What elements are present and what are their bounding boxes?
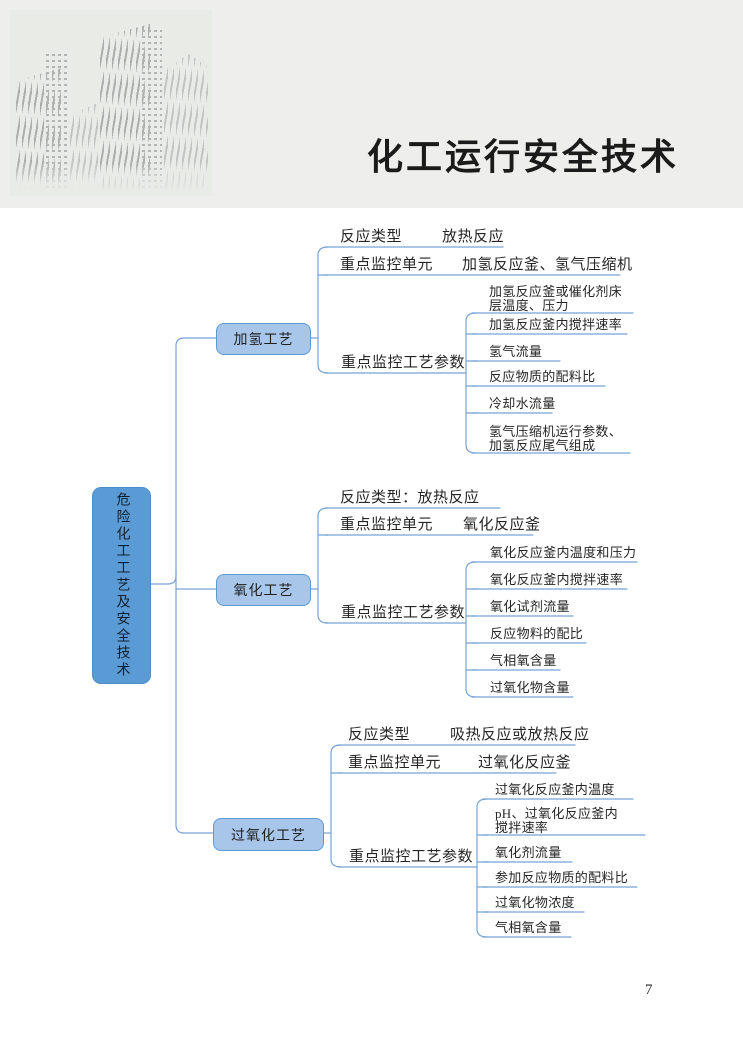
- param-item: 冷却水流量: [489, 396, 556, 411]
- monitor-params-label: 重点监控工艺参数: [341, 605, 466, 621]
- monitor-params-label: 重点监控工艺参数: [341, 355, 466, 371]
- param-item: 加氢反应釜或催化剂床层温度、压力: [489, 284, 623, 313]
- param-item: 气相氧含量: [495, 920, 562, 935]
- param-item: 氧化剂流量: [495, 845, 562, 860]
- reaction-type-label: 反应类型: [340, 229, 403, 245]
- branch-node-peroxidation: 过氧化工艺: [213, 818, 324, 851]
- monitor-params-label: 重点监控工艺参数: [349, 849, 474, 865]
- monitor-unit-value: 加氢反应釜、氢气压缩机: [462, 257, 633, 273]
- param-item: 氧化反应釜内温度和压力: [490, 545, 637, 560]
- building-tower: [142, 28, 162, 194]
- param-item: 氢气压缩机运行参数、加氢反应尾气组成: [489, 424, 623, 453]
- param-item: 过氧化反应釜内温度: [495, 782, 615, 797]
- param-item: 气相氧含量: [490, 653, 557, 668]
- param-item: 过氧化物含量: [490, 680, 570, 695]
- monitor-unit-value: 氧化反应釜: [463, 517, 541, 533]
- param-item: 氧化反应釜内搅拌速率: [490, 572, 624, 587]
- param-item: 反应物料的配比: [490, 626, 584, 641]
- branch3-connectors: [321, 744, 646, 938]
- page-title: 化工运行安全技术: [366, 136, 679, 177]
- param-item: 氢气流量: [489, 344, 543, 359]
- branch1-connectors: [308, 246, 634, 454]
- buildings-fade: [10, 162, 212, 196]
- param-item: 过氧化物浓度: [495, 895, 575, 910]
- param-item: 反应物质的配料比: [489, 369, 596, 384]
- param-item: pH、过氧化反应釜内搅拌速率: [495, 806, 618, 835]
- monitor-unit-label: 重点监控单元: [348, 755, 442, 771]
- root-node: 危险化工工艺及安全技术: [92, 487, 151, 684]
- reaction-type-label: 反应类型: [348, 727, 411, 743]
- reaction-type-value: 放热反应: [442, 229, 505, 245]
- branch-node-hydrogenation: 加氢工艺: [216, 323, 311, 355]
- monitor-unit-label: 重点监控单元: [340, 257, 434, 273]
- branch-node-oxidation: 氧化工艺: [216, 574, 311, 606]
- param-item: 参加反应物质的配料比: [495, 870, 629, 885]
- reaction-type-label: 反应类型：放热反应: [340, 490, 480, 506]
- root-node-label: 危险化工工艺及安全技术: [114, 492, 130, 679]
- param-item: 氧化试剂流量: [490, 599, 570, 614]
- monitor-unit-value: 过氧化反应釜: [478, 755, 572, 771]
- trunk-connectors: [148, 337, 217, 834]
- param-item: 加氢反应釜内搅拌速率: [489, 317, 623, 332]
- branch2-connectors: [308, 507, 638, 698]
- buildings-illustration: [10, 10, 212, 196]
- reaction-type-value: 吸热反应或放热反应: [450, 727, 590, 743]
- page-number: 7: [645, 982, 653, 998]
- monitor-unit-label: 重点监控单元: [340, 517, 434, 533]
